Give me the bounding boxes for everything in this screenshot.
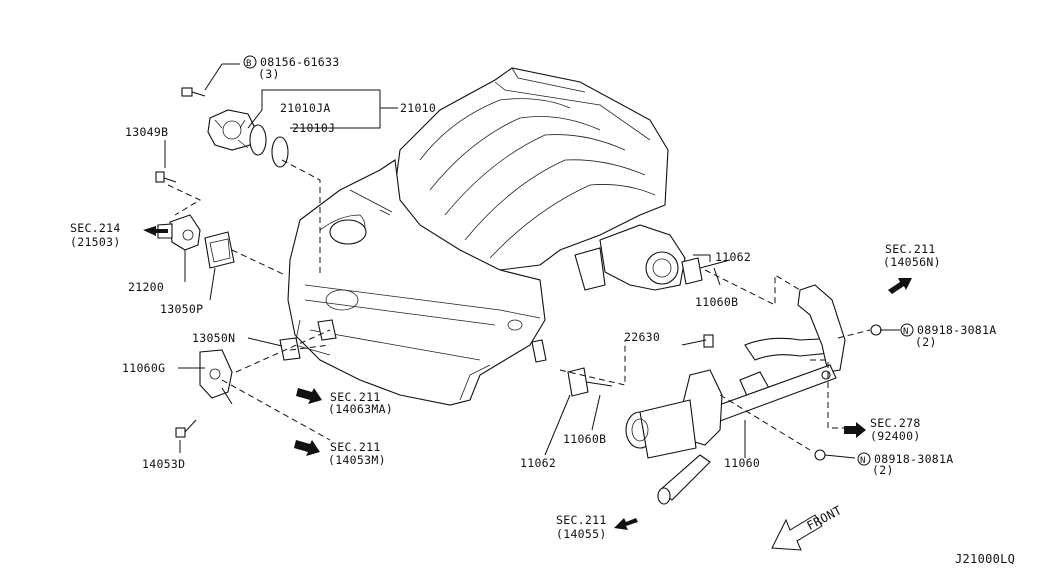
water-pump [181,87,289,168]
label-21010: 21010 [400,101,436,115]
label-sec211-a: SEC.211 [330,390,381,404]
bracket-11060g [175,319,337,438]
engine-intake-manifold [287,67,686,406]
diagram-code: J21000LQ [955,552,1015,566]
label-sec211-c-ref: (14056N) [883,255,941,269]
label-sec278-ref: (92400) [870,429,921,443]
callout-labels: B 08156-61633 (3) 21010 21010JA 21010J 1… [70,55,1015,566]
label-08156-61633-qty: (3) [258,67,280,81]
label-sec211-d: SEC.211 [556,513,607,527]
nut-symbol-a: N [903,327,909,337]
label-11060g: 11060G [122,361,165,375]
label-22630: 22630 [624,330,660,344]
arrow-sec278 [844,422,866,438]
label-21200: 21200 [128,280,164,294]
label-11062-bottom: 11062 [520,456,556,470]
arrow-sec211-14053m [294,440,320,456]
front-label: FRONT [804,503,844,533]
label-sec211-a-ref: (14063MA) [328,402,393,416]
label-08156-61633: 08156-61633 [260,55,339,69]
label-11062-top: 11062 [715,250,751,264]
label-08918-3081a-a-qty: (2) [915,335,937,349]
label-sec211-d-ref: (14055) [556,527,607,541]
bolt-std-symbol: B [246,59,252,69]
label-08918-3081a-a: 08918-3081A [917,323,996,337]
solid-leaders [164,63,900,459]
label-13049b: 13049B [125,125,168,139]
water-pipe-assembly [531,257,882,505]
label-08918-3081a-b-qty: (2) [872,463,894,477]
label-sec214-ref: (21503) [70,235,121,249]
label-sec278: SEC.278 [870,416,921,430]
label-sec211-c: SEC.211 [885,242,936,256]
label-21010ja: 21010JA [280,101,331,115]
section-arrows [143,226,912,551]
label-sec211-b-ref: (14053M) [328,453,386,467]
label-sec211-b: SEC.211 [330,440,381,454]
label-08918-3081a-b: 08918-3081A [874,452,953,466]
label-14053d: 14053D [142,457,185,471]
water-outlet-housing [155,171,235,269]
label-sec214: SEC.214 [70,221,121,235]
label-11060: 11060 [724,456,760,470]
label-11060b-top: 11060B [695,295,738,309]
front-arrow-icon [771,514,823,551]
label-21010j: 21010J [292,121,335,135]
arrow-sec211-14055 [614,518,638,530]
arrow-sec214 [143,226,168,236]
label-11060b-bottom: 11060B [563,432,606,446]
nut-symbol-b: N [860,456,866,466]
arrow-sec211-14056n [888,278,912,294]
arrow-sec211-14063ma [296,388,322,404]
dashed-leaders [167,159,871,451]
label-13050n: 13050N [192,331,235,345]
label-13050p: 13050P [160,302,203,316]
